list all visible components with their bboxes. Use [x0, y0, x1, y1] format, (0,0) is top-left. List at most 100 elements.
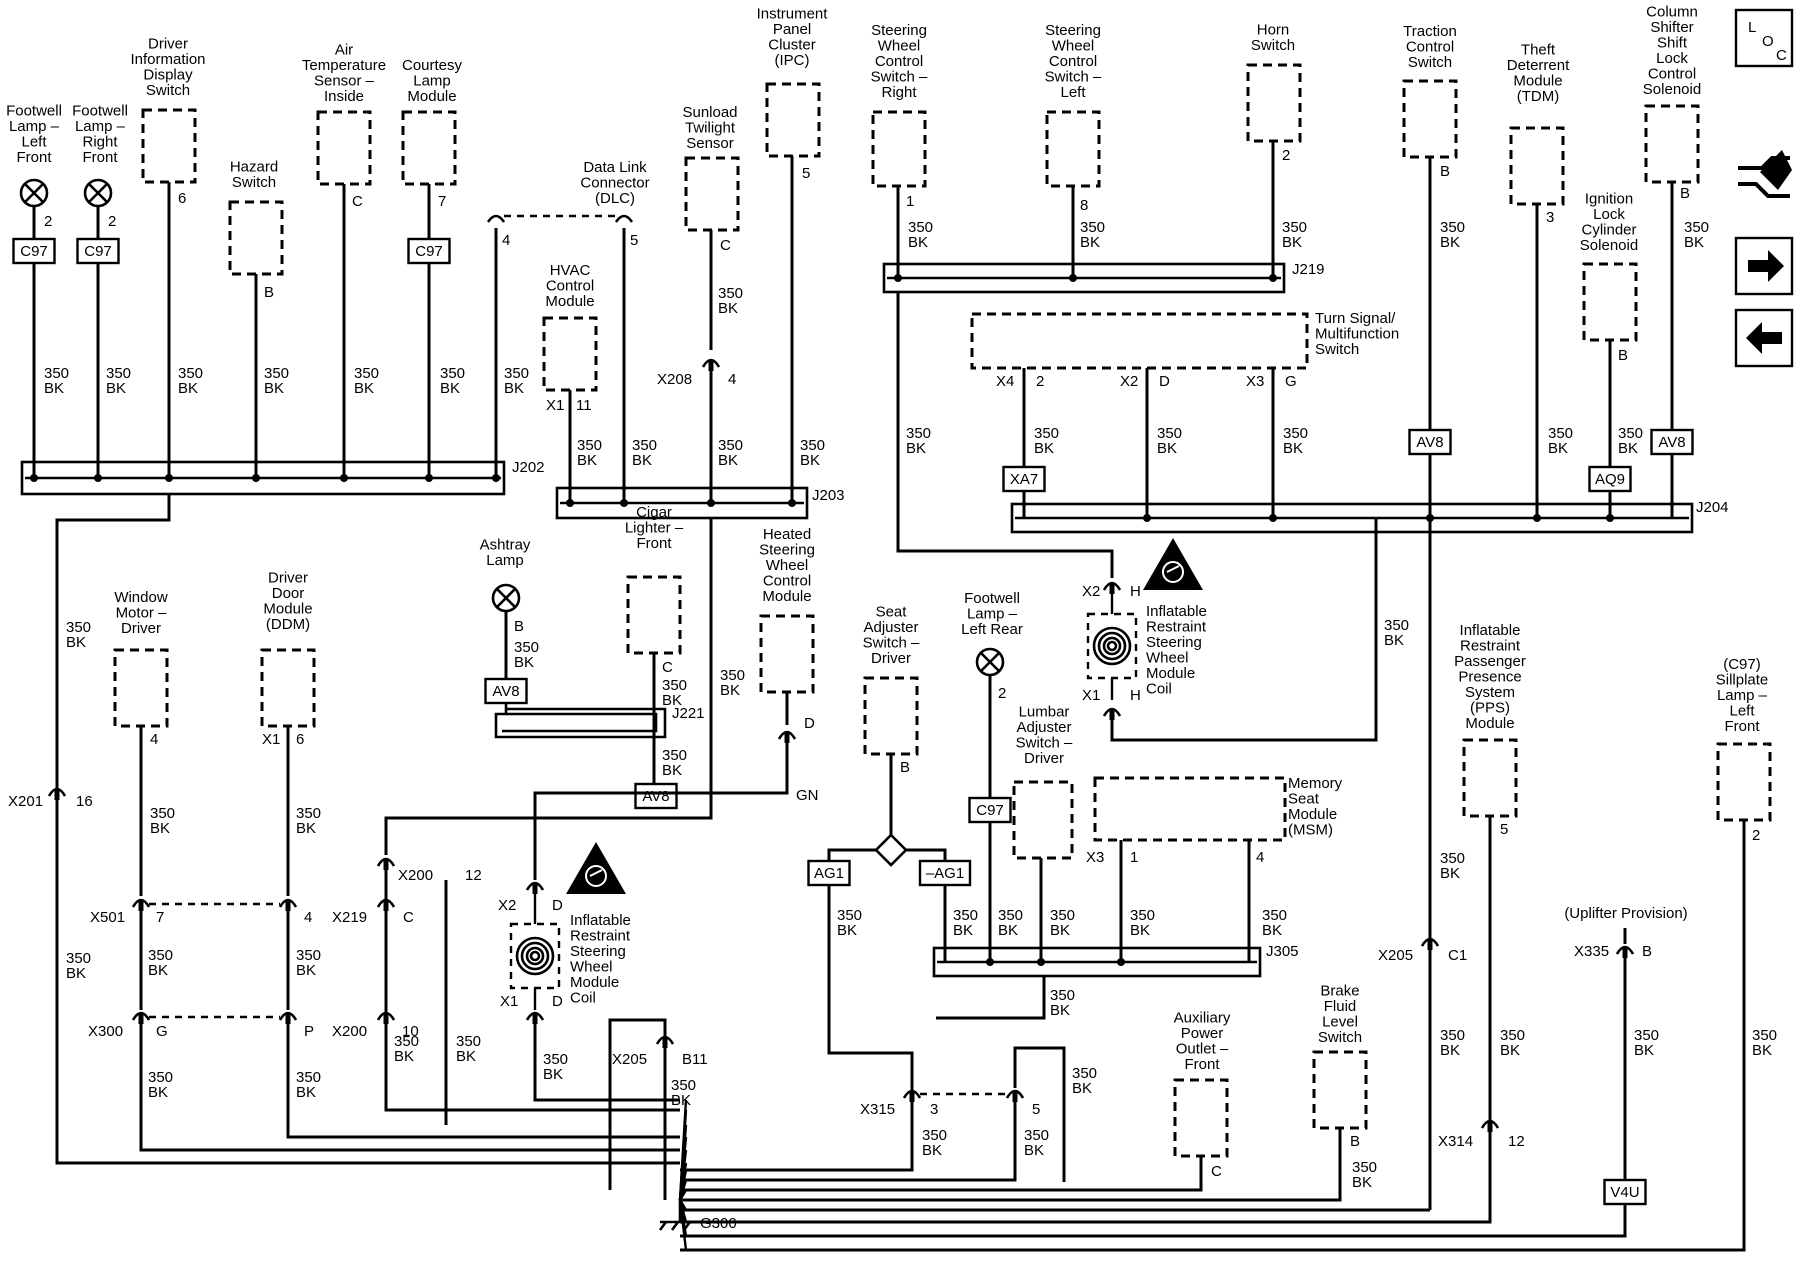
wire-color: BK	[953, 922, 973, 939]
option-c97-3-text: C97	[415, 243, 443, 260]
splice-j219	[882, 262, 1286, 294]
splice-dot	[788, 499, 796, 507]
dic-switch-label-line: Driver	[148, 36, 188, 53]
loc-letter-l: L	[1748, 19, 1756, 36]
courtesy-label-line: Module	[407, 88, 456, 105]
traction-label-line: Traction	[1403, 23, 1457, 40]
airbag-coil-2-label-line: Restraint	[570, 928, 631, 945]
connector-x315-5	[1005, 1089, 1025, 1102]
air-temp-label-line: Air	[335, 42, 353, 59]
wire-color: BK	[1130, 922, 1150, 939]
column-shifter-label-line: Shifter	[1650, 19, 1693, 36]
swc-left-label-line: Steering	[1045, 22, 1101, 39]
connector-x314	[1480, 1119, 1500, 1132]
pps-label: InflatableRestraintPassengerPresenceSyst…	[1454, 622, 1526, 732]
wire	[139, 1022, 680, 1152]
ddm-label-line: (DDM)	[266, 616, 310, 633]
splice-dot	[1426, 514, 1434, 522]
pin: H	[1130, 583, 1141, 600]
swc-right-label-line: Steering	[871, 22, 927, 39]
loc-icon[interactable]	[1734, 8, 1794, 68]
sillplate-label-line: Sillplate	[1716, 672, 1769, 689]
window-motor-label-line: Window	[114, 589, 168, 606]
splice-dot	[1269, 514, 1277, 522]
wire-color: BK	[1072, 1080, 1092, 1097]
sillplate-label-line: Left	[1729, 703, 1755, 720]
swc-right-label-line: Wheel	[878, 38, 921, 55]
loc-letter-c: C	[1776, 47, 1787, 64]
ignition-lock-label-line: Ignition	[1585, 191, 1633, 208]
wire-code: 350	[800, 437, 825, 454]
airbag-coil-2-label-line: Coil	[570, 990, 596, 1007]
brake-fluid-switch	[1312, 1050, 1368, 1130]
wire-code: 350	[504, 365, 529, 382]
pin: B	[900, 759, 910, 776]
aux-outlet-label-line: Power	[1181, 1025, 1224, 1042]
ipc-label-line: (IPC)	[775, 52, 810, 69]
heated-sw-label-line: Module	[762, 588, 811, 605]
dic-switch-label-line: Information	[130, 51, 205, 68]
splice-dot	[1606, 514, 1614, 522]
wire-color: BK	[1440, 1042, 1460, 1059]
connector-x205-label: X205	[612, 1051, 647, 1068]
wire-color: BK	[1384, 632, 1404, 649]
option-v4u-text: V4U	[1610, 1184, 1639, 1201]
splice-j219-label: J219	[1292, 261, 1325, 278]
coil-connector-x2	[1102, 581, 1122, 594]
ipc-label-line: Panel	[773, 21, 811, 38]
wire	[1110, 518, 1378, 742]
wire-code: 350	[1440, 850, 1465, 867]
pin: G	[1285, 373, 1297, 390]
pin: 2	[1752, 827, 1760, 844]
seat-adj-label-line: Seat	[876, 604, 908, 621]
option-ag1-text: AG1	[814, 865, 844, 882]
pin: C	[720, 237, 731, 254]
cigar-lighter	[626, 575, 682, 655]
ground-fan	[678, 1189, 688, 1201]
wire-color: BK	[1080, 234, 1100, 251]
option-split	[874, 833, 908, 867]
pin: C	[1211, 1163, 1222, 1180]
wire-code: 350	[718, 285, 743, 302]
splice-dot	[30, 474, 38, 482]
turn-signal-switch	[970, 312, 1309, 370]
splice-j221-label: J221	[672, 705, 705, 722]
ashtray-lamp	[491, 583, 521, 613]
pin: X3	[1086, 849, 1104, 866]
window-motor-label-line: Driver	[121, 620, 161, 637]
wire-color: BK	[906, 440, 926, 457]
connector-x335	[1615, 945, 1635, 958]
heated-sw-label-line: Wheel	[766, 557, 809, 574]
wire-color: BK	[1618, 440, 1638, 457]
ipc-label-line: Cluster	[768, 37, 816, 54]
swc-left	[1045, 110, 1101, 188]
wire-color: BK	[1050, 922, 1070, 939]
column-shifter-label-line: Control	[1648, 66, 1696, 83]
wire	[608, 1018, 667, 1190]
airbag-coil-1-label-line: Wheel	[1146, 650, 1189, 667]
wire-code: 350	[1282, 219, 1307, 236]
horn-label-line: Horn	[1257, 22, 1290, 39]
wire	[384, 868, 680, 1112]
swc-left-label-line: Switch –	[1045, 69, 1102, 86]
lumbar-label-line: Driver	[1024, 750, 1064, 767]
wire	[286, 1022, 680, 1139]
connector-x501-4	[278, 898, 298, 911]
pin: D	[804, 715, 815, 732]
airbag-coil-2-label: InflatableRestraintSteeringWheelModuleCo…	[570, 912, 631, 1007]
pin: G	[156, 1023, 168, 1040]
pin: X2	[1082, 583, 1100, 600]
lumbar-label-line: Switch –	[1016, 735, 1073, 752]
wire	[680, 1128, 1342, 1202]
airbag-coil-2-label-line: Inflatable	[570, 912, 631, 929]
ashtray-label-line: Lamp	[486, 552, 524, 569]
pin: 4	[150, 731, 158, 748]
wiring-tools-icon[interactable]	[1738, 150, 1792, 198]
pin: B	[264, 284, 274, 301]
pin: B	[1618, 347, 1628, 364]
airbag-coil-1-label-line: Restraint	[1146, 619, 1207, 636]
lumbar-switch	[1012, 780, 1074, 860]
splice-dot	[425, 474, 433, 482]
